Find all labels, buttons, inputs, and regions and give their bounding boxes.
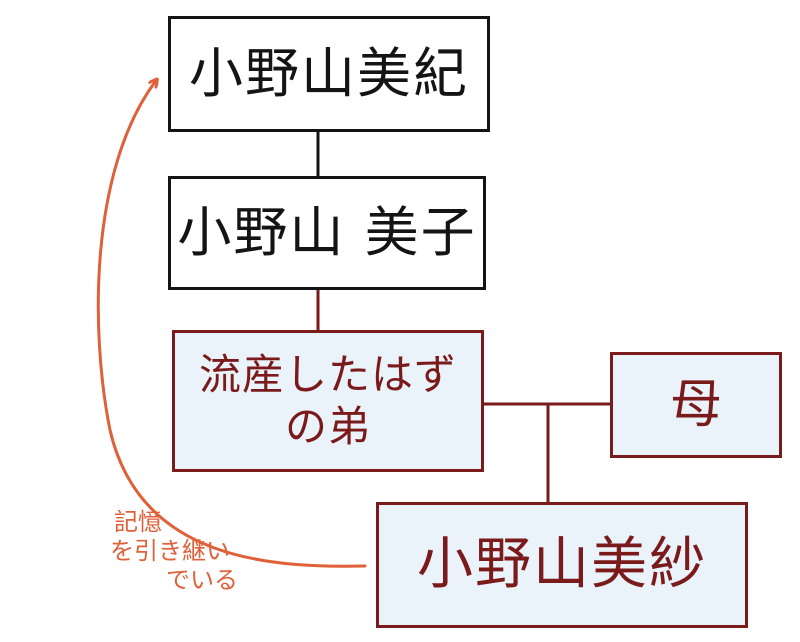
node-yoshiko-label: 小野山 美子 (177, 201, 477, 265)
node-brother-label-line2: の弟 (284, 402, 371, 451)
node-miki: 小野山美紀 (168, 16, 490, 132)
node-misa: 小野山美紗 (376, 502, 748, 628)
node-misa-label: 小野山美紗 (417, 532, 707, 597)
node-mother: 母 (610, 352, 782, 458)
annotation-line3: でいる (166, 565, 238, 594)
annotation-line2: を引き継い (110, 536, 230, 565)
node-miscarried-brother: 流産したはず の弟 (172, 330, 484, 472)
node-brother-label-line1: 流産したはず (198, 349, 457, 399)
memory-annotation: 記憶 を引き継い でいる (110, 508, 270, 594)
node-mother-label: 母 (669, 374, 722, 435)
node-yoshiko: 小野山 美子 (168, 176, 486, 290)
node-miki-label: 小野山美紀 (189, 42, 469, 106)
annotation-line1: 記憶 (114, 508, 162, 536)
memory-inheritance-arrow (96, 82, 367, 568)
